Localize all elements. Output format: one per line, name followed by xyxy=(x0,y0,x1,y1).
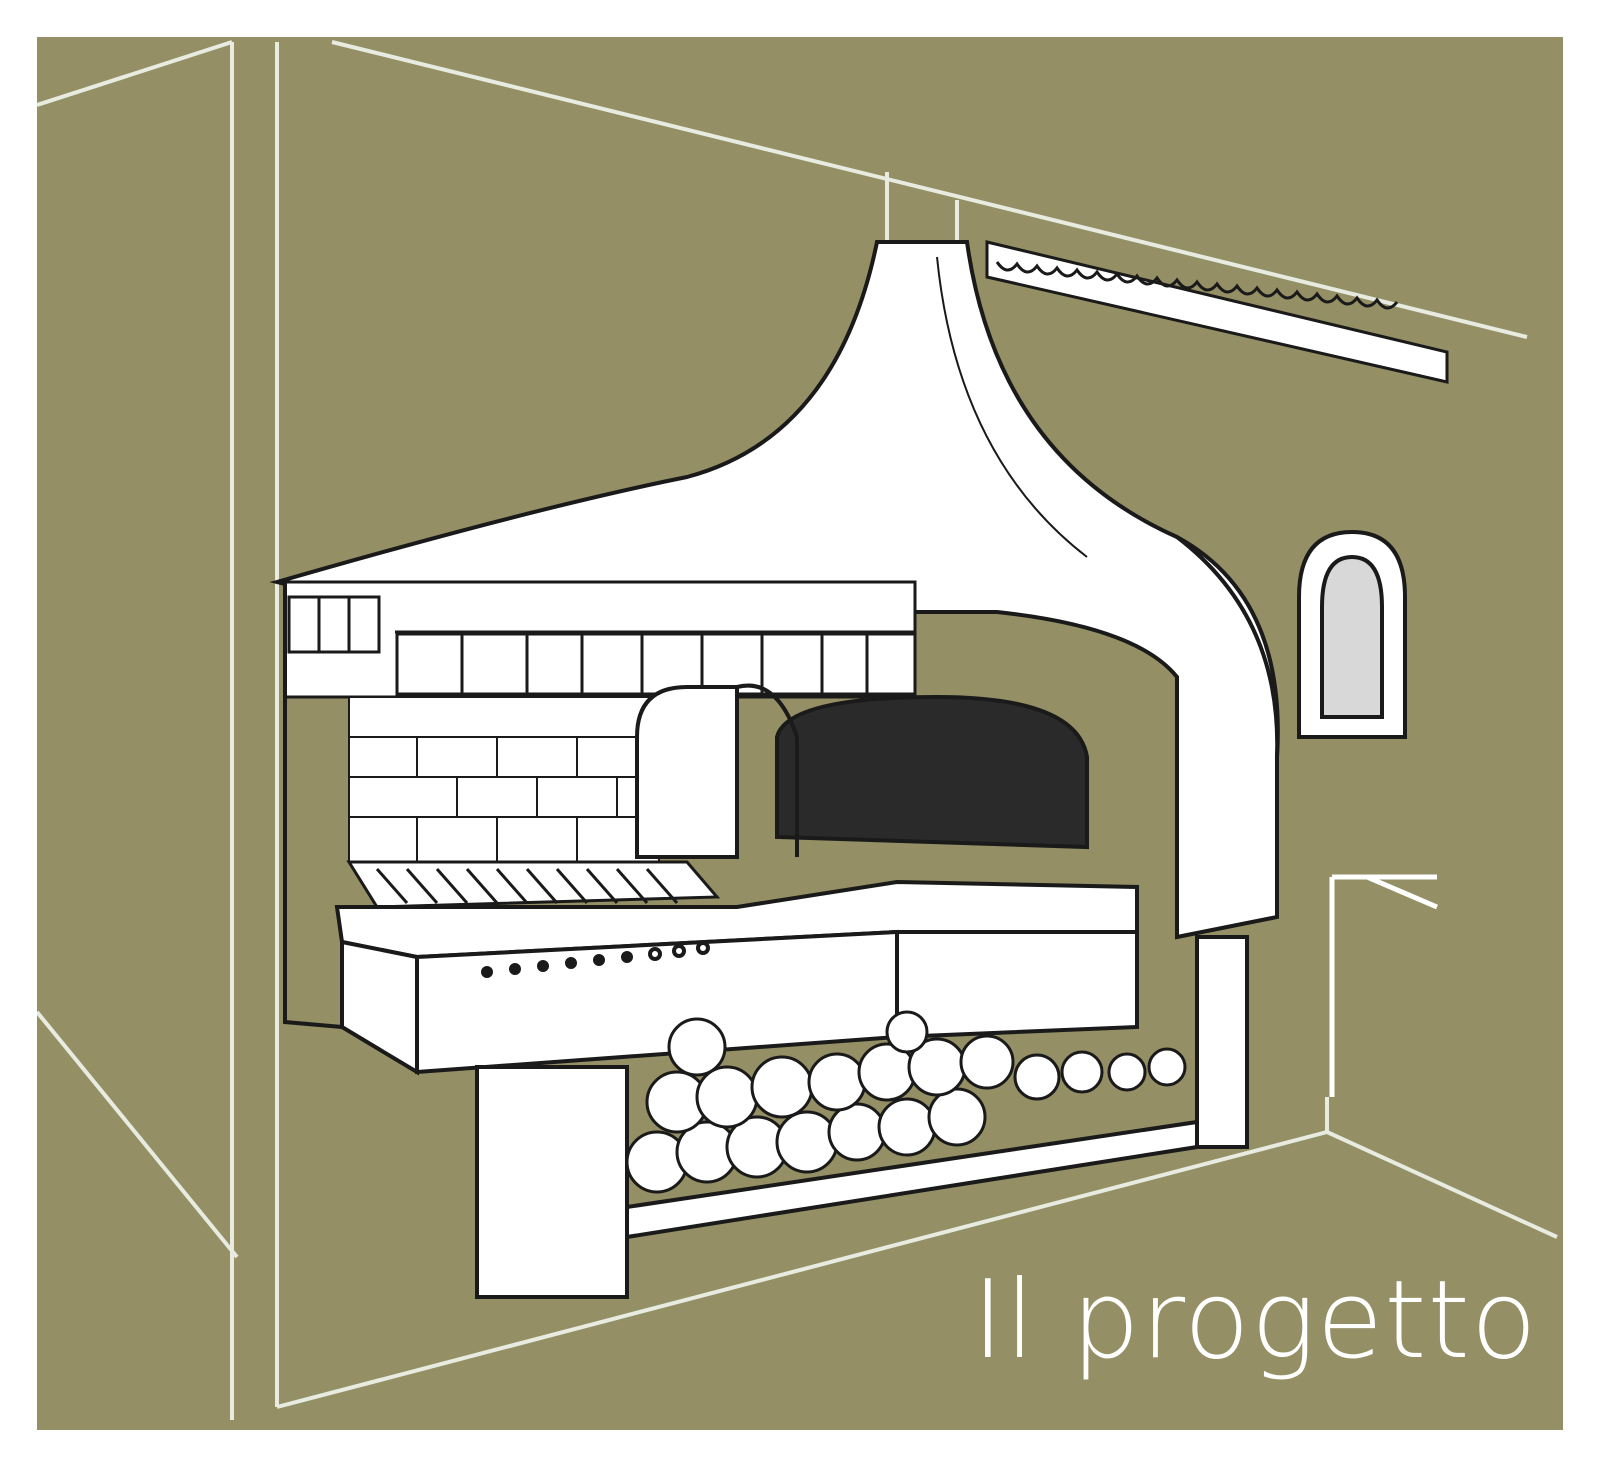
firewood-logs xyxy=(625,1010,1187,1194)
illustration-frame: Il progetto xyxy=(37,37,1563,1430)
tile-frieze xyxy=(283,580,917,699)
oven-mouth xyxy=(635,683,1089,859)
grill xyxy=(346,860,721,909)
cornice xyxy=(985,240,1449,384)
oven-base xyxy=(283,582,1139,1076)
caption-title: Il progetto xyxy=(972,1258,1538,1383)
room-outline xyxy=(37,40,1558,1420)
wall-rail xyxy=(1329,874,1438,1097)
brick-wall xyxy=(348,696,660,863)
pizza-oven-sketch xyxy=(37,40,1558,1420)
oven-legs xyxy=(475,935,1249,1299)
wall-niche xyxy=(1297,529,1407,739)
